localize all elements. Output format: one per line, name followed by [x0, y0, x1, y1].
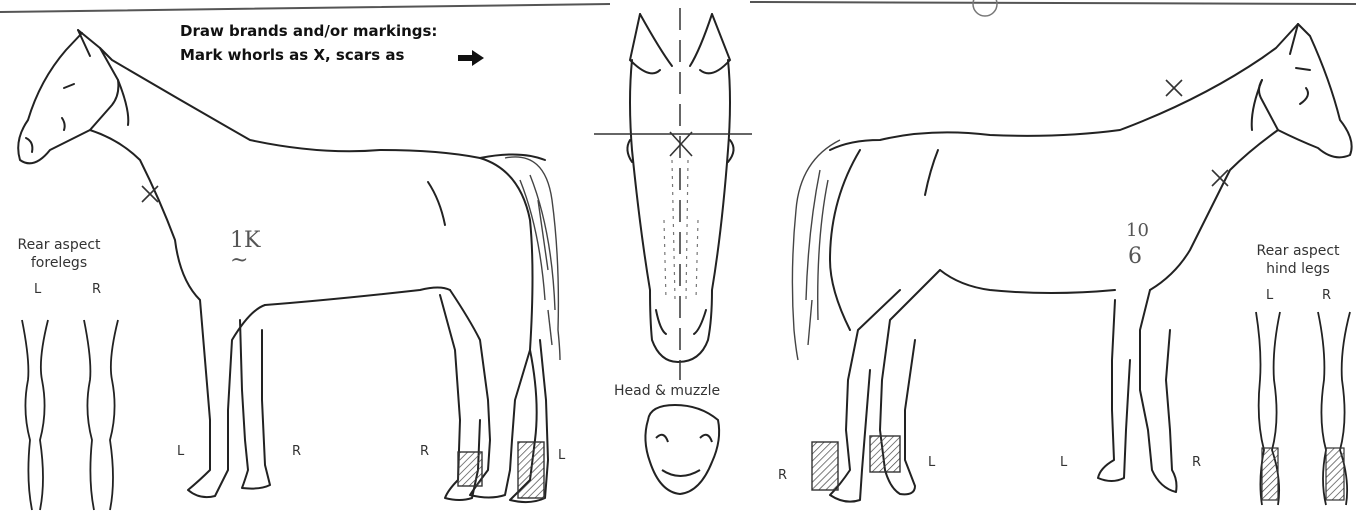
- right-horse-brand-top: 10: [1126, 220, 1149, 241]
- rear-hindlegs-left-label: L: [1266, 288, 1273, 303]
- left-horse-foreleg-left-label: L: [177, 444, 184, 459]
- rear-aspect-hindlegs-line2: hind legs: [1240, 260, 1356, 278]
- instruction-line-2: Mark whorls as X, scars as: [180, 46, 404, 64]
- left-horse-foreleg-right-label: R: [292, 444, 301, 459]
- left-horse-brand-bottom: ~: [230, 248, 248, 273]
- muzzle-outline: [645, 405, 719, 494]
- rear-aspect-forelegs-line2: forelegs: [4, 254, 114, 272]
- rear-aspect-forelegs-title: Rear aspect forelegs: [4, 236, 114, 272]
- instruction-line-1: Draw brands and/or markings:: [180, 22, 437, 40]
- rear-aspect-forelegs-drawing: [22, 320, 118, 510]
- scar-arrow-icon: [458, 50, 484, 66]
- right-horse-hindleg-right-label: R: [778, 468, 787, 483]
- rear-forelegs-right-label: R: [92, 282, 101, 297]
- right-horse-hindleg-left-label: L: [928, 455, 935, 470]
- left-horse-hindleg-left-label: L: [558, 448, 565, 463]
- head-muzzle-label: Head & muzzle: [614, 382, 720, 400]
- center-head-whorl-x: [670, 132, 692, 156]
- center-head-face-marks: [664, 160, 698, 300]
- right-horse-whorl-x-1: [1166, 80, 1182, 96]
- left-horse-hindleg-right-label: R: [420, 444, 429, 459]
- right-horse-foreleg-right-label: R: [1192, 455, 1201, 470]
- rear-aspect-hindlegs-line1: Rear aspect: [1240, 242, 1356, 260]
- right-horse-sock-1: [812, 442, 838, 490]
- rear-hindleg-sock-right: [1326, 448, 1344, 500]
- rear-hindlegs-right-label: R: [1322, 288, 1331, 303]
- right-horse-tail: [792, 140, 840, 360]
- right-horse-foreleg-left-label: L: [1060, 455, 1067, 470]
- top-border-line: [0, 2, 1356, 12]
- rear-hindleg-sock-left: [1262, 448, 1278, 500]
- left-horse-sock-1: [458, 452, 482, 486]
- right-horse-sock-2: [870, 436, 900, 472]
- rear-forelegs-left-label: L: [34, 282, 41, 297]
- rear-aspect-hindlegs-title: Rear aspect hind legs: [1240, 242, 1356, 278]
- rear-aspect-forelegs-line1: Rear aspect: [4, 236, 114, 254]
- right-horse-brand-bottom: 6: [1128, 244, 1142, 269]
- left-horse-sock-2: [518, 442, 544, 498]
